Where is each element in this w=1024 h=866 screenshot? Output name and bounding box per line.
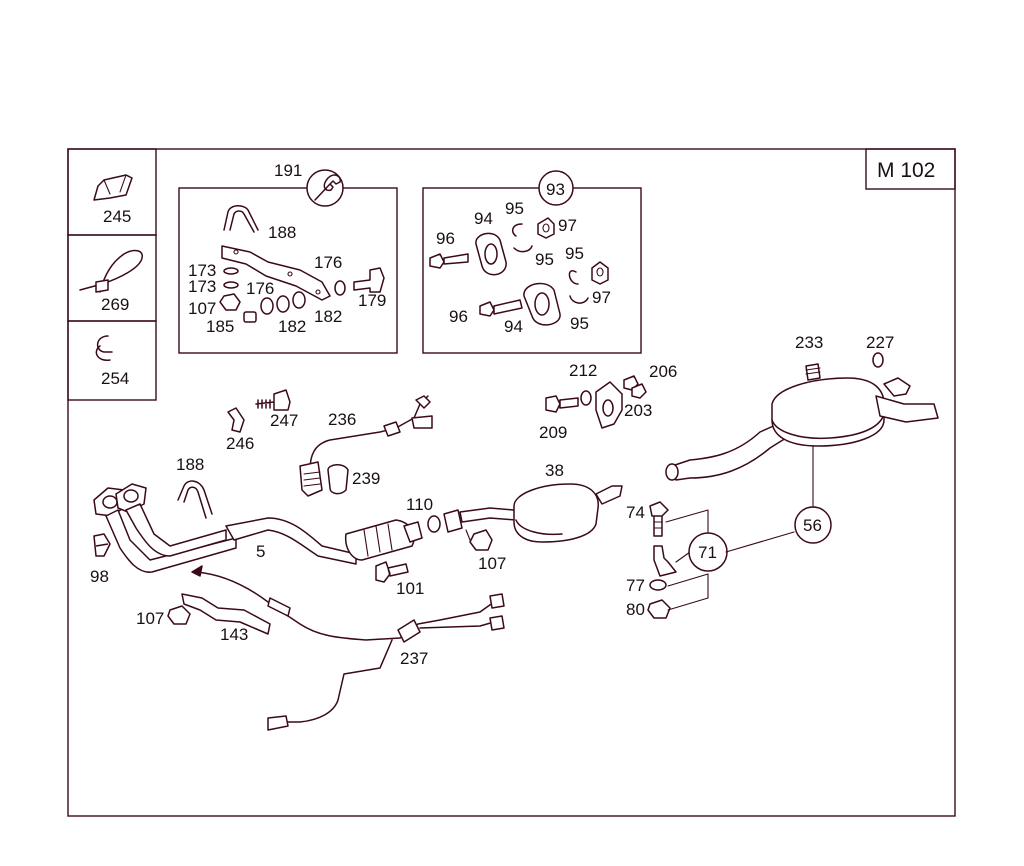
label-95d: 95 bbox=[570, 314, 589, 333]
label-80: 80 bbox=[626, 600, 645, 619]
fastener-group-71: 74 77 80 71 56 bbox=[626, 445, 832, 619]
label-96a: 96 bbox=[436, 229, 455, 248]
label-5: 5 bbox=[256, 542, 265, 561]
bracket-188b-icon bbox=[177, 480, 213, 519]
label-185: 185 bbox=[206, 317, 234, 336]
oxygen-sensor-237 bbox=[267, 593, 505, 731]
rubber-mount-94a-icon bbox=[475, 232, 507, 276]
label-107b: 107 bbox=[478, 554, 506, 573]
washer-77-icon bbox=[649, 579, 667, 591]
label-212: 212 bbox=[569, 361, 597, 380]
cable-tie-269-icon bbox=[79, 249, 143, 293]
label-179: 179 bbox=[358, 291, 386, 310]
clip-245-icon bbox=[93, 174, 133, 201]
label-247: 247 bbox=[270, 411, 298, 430]
label-77: 77 bbox=[626, 576, 645, 595]
side-part-269: 269 bbox=[101, 295, 129, 314]
label-94a: 94 bbox=[474, 209, 493, 228]
clip-239-icon bbox=[327, 464, 349, 495]
label-95c: 95 bbox=[565, 244, 584, 263]
callout-71: 71 bbox=[698, 543, 717, 562]
clamp-254-icon bbox=[95, 335, 113, 361]
label-143: 143 bbox=[220, 625, 248, 644]
rubber-mount-94b-icon bbox=[523, 282, 561, 326]
nut-80-icon bbox=[647, 599, 671, 619]
callout-56: 56 bbox=[803, 516, 822, 535]
label-182a: 182 bbox=[278, 317, 306, 336]
bolt-74-icon bbox=[649, 501, 669, 537]
label-173b: 173 bbox=[188, 277, 216, 296]
label-239: 239 bbox=[352, 469, 380, 488]
label-110: 110 bbox=[406, 495, 433, 514]
label-203: 203 bbox=[624, 401, 652, 420]
label-101: 101 bbox=[396, 579, 424, 598]
bracket-188-icon bbox=[223, 205, 259, 233]
rear-silencer bbox=[665, 377, 939, 481]
label-96b: 96 bbox=[449, 307, 468, 326]
label-94b: 94 bbox=[504, 317, 523, 336]
arrow-indicator bbox=[195, 571, 269, 603]
engine-title: M 102 bbox=[877, 159, 935, 182]
side-part-254: 254 bbox=[101, 369, 129, 388]
label-74: 74 bbox=[626, 503, 645, 522]
diagram-frame bbox=[67, 148, 956, 817]
label-107c: 107 bbox=[136, 609, 164, 628]
label-176b: 176 bbox=[246, 279, 274, 298]
bracket-143-icon bbox=[181, 593, 271, 635]
gasket-strip-icon bbox=[221, 245, 331, 301]
label-236: 236 bbox=[328, 410, 356, 429]
label-107a: 107 bbox=[188, 299, 216, 318]
label-97b: 97 bbox=[592, 288, 611, 307]
label-233: 233 bbox=[795, 333, 823, 352]
label-95a: 95 bbox=[505, 199, 524, 218]
label-95b: 95 bbox=[535, 250, 554, 269]
label-176a: 176 bbox=[314, 253, 342, 272]
label-38: 38 bbox=[545, 461, 564, 480]
label-182b: 182 bbox=[314, 307, 342, 326]
label-237: 237 bbox=[400, 649, 428, 668]
front-exhaust-pipe bbox=[93, 483, 423, 573]
label-173a: 173 bbox=[188, 261, 216, 280]
ring-227-icon bbox=[872, 352, 884, 368]
bolt-98-icon bbox=[93, 533, 111, 557]
bolt-209-icon bbox=[545, 395, 579, 413]
side-parts-column: 245 269 254 bbox=[67, 148, 157, 401]
bolt-179-icon bbox=[353, 267, 385, 293]
nut-107a-icon bbox=[219, 293, 241, 311]
label-97a: 97 bbox=[558, 216, 577, 235]
kit-box-191: 191 188 176 173 173 176 107 185 182 182 … bbox=[178, 161, 398, 354]
rubber-hanger-203-icon bbox=[595, 381, 623, 429]
bolt-96a-icon bbox=[429, 253, 469, 269]
callout-191: 191 bbox=[274, 161, 302, 180]
screw-247-icon bbox=[255, 389, 291, 411]
label-209: 209 bbox=[539, 423, 567, 442]
oxygen-sensor-236 bbox=[299, 395, 433, 497]
engine-title-box: M 102 bbox=[865, 148, 956, 190]
label-227: 227 bbox=[866, 333, 894, 352]
label-98: 98 bbox=[90, 567, 109, 586]
clamp-110-icon bbox=[443, 509, 463, 533]
label-246: 246 bbox=[226, 434, 254, 453]
clip-246-icon bbox=[227, 407, 245, 433]
centre-silencer bbox=[459, 483, 623, 543]
side-part-245: 245 bbox=[103, 207, 131, 226]
nut-107c-icon bbox=[167, 605, 191, 625]
nut-107b-icon bbox=[469, 529, 493, 551]
callout-93: 93 bbox=[546, 180, 565, 199]
bolt-96b-icon bbox=[479, 299, 523, 317]
bolt-101-icon bbox=[375, 561, 409, 583]
kit-box-93: 93 94 95 97 96 95 95 97 96 94 95 bbox=[422, 170, 642, 354]
label-206: 206 bbox=[649, 362, 677, 381]
label-188a: 188 bbox=[268, 223, 296, 242]
hanger-group bbox=[545, 375, 647, 429]
label-188b: 188 bbox=[176, 455, 204, 474]
wrench-icon bbox=[314, 174, 342, 201]
ring-110-icon bbox=[427, 515, 441, 533]
